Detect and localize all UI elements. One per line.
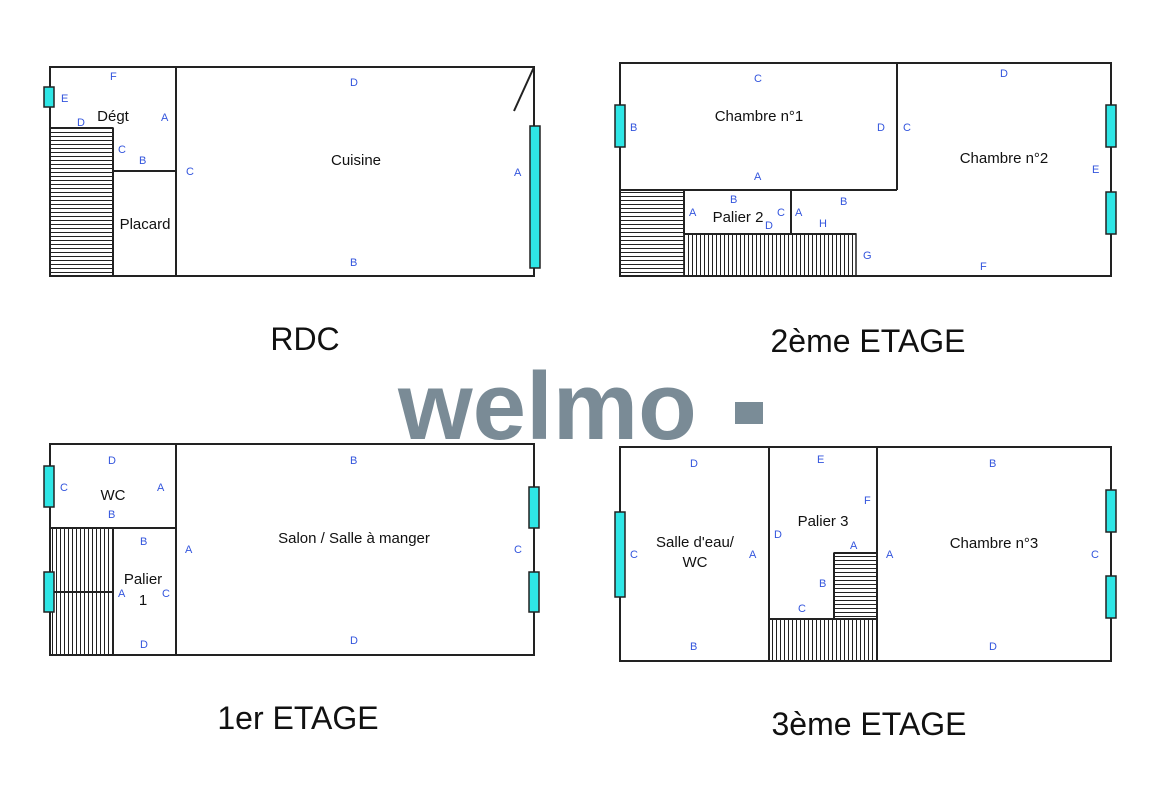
wall-label: B (819, 578, 826, 590)
floor-title-etage1: 1er ETAGE (217, 700, 378, 736)
floor-title-etage2: 2ème ETAGE (770, 323, 965, 359)
wall-label: B (350, 257, 357, 269)
wall-label: C (798, 603, 806, 615)
wall-label: B (350, 455, 357, 467)
wall-label: D (877, 122, 885, 134)
wall-label: A (749, 549, 757, 561)
wall-label: C (60, 482, 68, 494)
wall-label: C (1091, 549, 1099, 561)
rdc-window-a (529, 125, 541, 269)
wall-label: F (864, 495, 871, 507)
wall-label: C (630, 549, 638, 561)
wall-label: A (118, 588, 126, 600)
wall-label: D (77, 117, 85, 129)
etage3-stairs (833, 552, 878, 620)
wall-label: F (110, 71, 117, 83)
etage3-window-c2 (1105, 489, 1117, 533)
room-placard: Placard (120, 216, 171, 233)
etage1-window-c1 (43, 465, 55, 508)
wall-label: D (140, 639, 148, 651)
room-degt: Dégt (97, 108, 130, 125)
wall-label: A (795, 207, 803, 219)
watermark-text: welmo (397, 353, 697, 460)
wall-label: A (689, 207, 697, 219)
room-chambre-3: Chambre n°3 (950, 535, 1039, 552)
plan-rdc: Dégt Placard Cuisine F E D A C B C D A B… (43, 66, 541, 357)
wall-label: D (765, 220, 773, 232)
floor-title-etage3: 3ème ETAGE (771, 706, 966, 742)
etage3-window-c1 (614, 511, 626, 598)
wall-label: B (840, 196, 847, 208)
etage2-window-b (614, 104, 626, 148)
room-palier-1-line2: 1 (139, 592, 147, 609)
etage1-window-c3 (528, 571, 540, 613)
etage2-stair-landing (683, 233, 857, 277)
wall-label: E (61, 93, 68, 105)
room-salle-eau-line1: Salle d'eau/ (656, 534, 735, 551)
wall-label: B (989, 458, 996, 470)
wall-label: C (118, 144, 126, 156)
room-chambre-2: Chambre n°2 (960, 150, 1049, 167)
wall-label: D (774, 529, 782, 541)
room-salle-eau-line2: WC (683, 554, 708, 571)
room-cuisine: Cuisine (331, 152, 381, 169)
wall-label: B (108, 509, 115, 521)
room-palier-3: Palier 3 (798, 513, 849, 530)
rdc-walls (49, 66, 535, 277)
etage2-stairs (619, 189, 685, 277)
etage3-window-c3 (1105, 575, 1117, 619)
etage2-window-e2 (1105, 191, 1117, 235)
wall-label: C (903, 122, 911, 134)
wall-label: A (185, 544, 193, 556)
room-wc: WC (101, 487, 126, 504)
wall-label: F (980, 261, 987, 273)
wall-label: G (863, 250, 872, 262)
etage2-window-e1 (1105, 104, 1117, 148)
wall-label: B (140, 536, 147, 548)
wall-label: H (819, 218, 827, 230)
wall-label: A (850, 540, 858, 552)
etage3-walls (619, 446, 1112, 662)
wall-label: C (514, 544, 522, 556)
wall-label: D (1000, 68, 1008, 80)
wall-label: A (161, 112, 169, 124)
wall-label: B (139, 155, 146, 167)
wall-label: D (350, 635, 358, 647)
wall-label: B (630, 122, 637, 134)
floor-title-rdc: RDC (270, 321, 339, 357)
wall-label: A (514, 167, 522, 179)
room-palier-1-line1: Palier (124, 571, 162, 588)
rdc-stairs (49, 127, 114, 277)
plan-etage2: Chambre n°1 Chambre n°2 Palier 2 C B D C… (614, 62, 1117, 359)
room-chambre-1: Chambre n°1 (715, 108, 804, 125)
room-salon: Salon / Salle à manger (278, 530, 430, 547)
etage3-stair-landing (768, 618, 878, 662)
wall-label: C (777, 207, 785, 219)
wall-label: D (989, 641, 997, 653)
wall-label: B (690, 641, 697, 653)
wall-label: D (690, 458, 698, 470)
wall-label: C (162, 588, 170, 600)
wall-label: E (817, 454, 824, 466)
wall-label: B (730, 194, 737, 206)
wall-label: E (1092, 164, 1099, 176)
etage1-window-a (43, 571, 55, 613)
wall-label: D (108, 455, 116, 467)
etage1-walls (49, 443, 535, 656)
watermark-logo: welmo (397, 353, 763, 460)
wall-label: A (157, 482, 165, 494)
wall-label: D (350, 77, 358, 89)
plan-etage1: WC Palier 1 Salon / Salle à manger D C A… (43, 443, 540, 736)
wall-label: A (754, 171, 762, 183)
rdc-window-e (43, 86, 55, 108)
wall-label: C (754, 73, 762, 85)
etage1-window-c2 (528, 486, 540, 529)
room-palier-2: Palier 2 (713, 209, 764, 226)
watermark-dash (735, 402, 763, 424)
plan-etage3: Salle d'eau/ WC Palier 3 Chambre n°3 D C… (614, 446, 1117, 742)
etage2-walls (619, 62, 1112, 277)
wall-label: A (886, 549, 894, 561)
wall-label: C (186, 166, 194, 178)
